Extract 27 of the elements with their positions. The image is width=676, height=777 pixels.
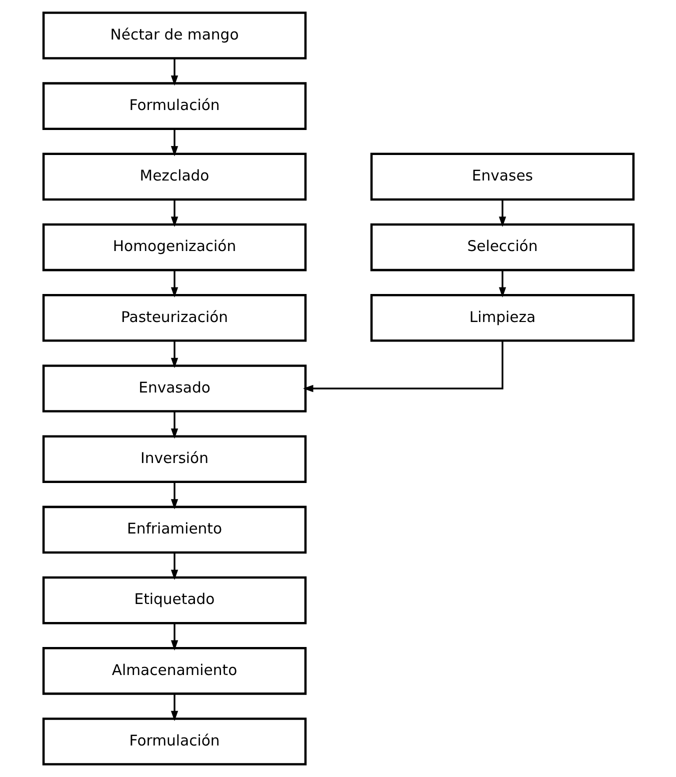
node-box: Mezclado <box>42 152 306 201</box>
arrow <box>170 412 178 439</box>
node-box: Néctar de mango <box>42 12 306 60</box>
arrow <box>170 270 178 298</box>
node-box: Inversión <box>42 435 306 484</box>
node-box: Formulación <box>42 718 306 766</box>
node-box: Envases <box>370 152 634 201</box>
node-box: Envasado <box>42 364 306 412</box>
arrow <box>170 200 178 227</box>
arrow <box>170 694 178 722</box>
arrow <box>170 623 178 651</box>
arrow <box>498 200 506 227</box>
node-box: Almacenamiento <box>42 647 306 695</box>
arrow <box>302 341 503 392</box>
node-box: Enfriamiento <box>42 506 306 554</box>
arrow <box>170 482 178 510</box>
arrow <box>170 341 178 368</box>
node-box: Pasteurización <box>42 294 306 342</box>
node-box: Limpieza <box>370 294 634 342</box>
node-box: Homogenización <box>42 223 306 272</box>
node-box: Etiquetado <box>42 576 306 624</box>
node-box: Formulación <box>42 82 306 130</box>
arrow <box>170 58 178 86</box>
arrow <box>498 270 506 298</box>
arrow <box>170 552 178 580</box>
arrow <box>170 129 178 156</box>
node-box: Selección <box>370 223 634 272</box>
